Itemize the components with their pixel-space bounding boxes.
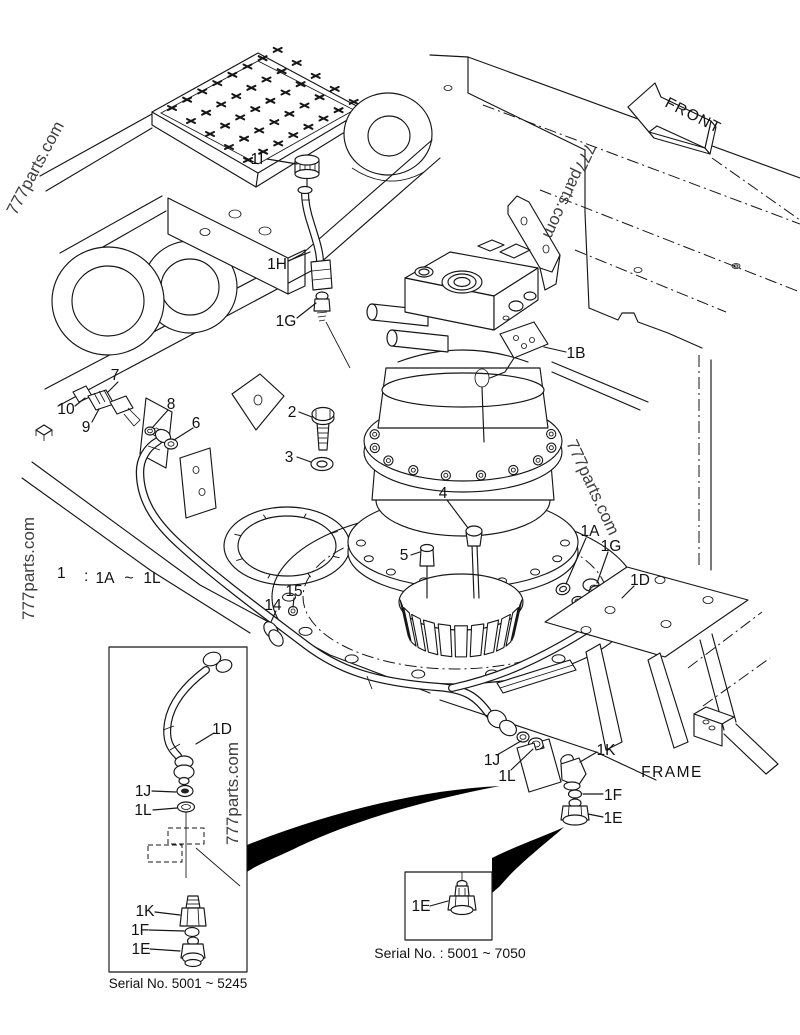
part-15-bolt <box>287 605 299 617</box>
frame-label: FRAME <box>641 764 703 781</box>
watermark-inset: 777parts.com <box>223 742 242 845</box>
part-1E-plug <box>560 798 590 826</box>
callout-1B: 1B <box>567 345 586 362</box>
callout-2: 2 <box>288 404 297 421</box>
callout-5: 5 <box>400 547 409 564</box>
watermark-top-left: 777parts.com <box>3 118 68 218</box>
legend-range-start: 1A <box>96 570 116 587</box>
front-direction-arrow: FRONT <box>627 82 724 155</box>
callout-9: 9 <box>82 419 91 436</box>
callout-1A: 1A <box>581 523 601 540</box>
inset-serial-5001-7050: 1E Serial No. : 5001 ~ 7050 <box>374 871 526 961</box>
hose-main <box>135 436 494 719</box>
hose-end-elbow <box>487 709 517 737</box>
part-3-washer <box>310 456 334 472</box>
part-1I-cap <box>294 154 320 187</box>
callout-1H: 1H <box>267 256 287 273</box>
legend-separator: : <box>84 568 88 585</box>
callout-labels: 1I 1H 1G 1B 2 3 4 5 7 10 9 8 6 15 14 1A … <box>57 151 703 827</box>
inset-right-callout-1E: 1E <box>412 898 431 915</box>
callout-15: 15 <box>285 583 302 600</box>
callout-1L: 1L <box>498 768 516 785</box>
part-5-pin <box>419 543 435 599</box>
watermark-left-edge: 777parts.com <box>19 517 38 620</box>
part-1K-elbow <box>560 754 587 791</box>
deck-edges <box>21 461 431 694</box>
part-4-pin <box>465 525 483 599</box>
callout-10: 10 <box>57 401 75 418</box>
callout-7: 7 <box>111 367 120 384</box>
inset-left-callout-1F: 1F <box>131 922 149 939</box>
part-2-bolt <box>311 406 335 451</box>
legend-range-end: 1L <box>143 570 161 587</box>
swing-motor-assembly <box>347 239 579 658</box>
control-valve-block <box>366 239 539 353</box>
pivot-bosses-left <box>51 240 238 356</box>
part-1F-oring <box>567 789 583 799</box>
callout-1K: 1K <box>597 742 617 759</box>
part-1J-washer <box>516 731 530 743</box>
inset-right-caption: Serial No. : 5001 ~ 7050 <box>374 945 526 961</box>
callout-1G-right: 1G <box>601 538 622 555</box>
callout-1F: 1F <box>604 787 622 804</box>
callout-1J: 1J <box>484 752 500 769</box>
callout-1I: 1I <box>251 151 264 168</box>
callout-1D: 1D <box>630 572 650 589</box>
callout-14: 14 <box>264 597 282 614</box>
watermark-top-center: 777parts.com <box>539 140 600 241</box>
callout-4: 4 <box>439 485 448 502</box>
step-support-box <box>167 197 306 295</box>
inset-left-callout-1K: 1K <box>136 903 156 920</box>
center-gusset-bracket <box>507 195 561 291</box>
frame-pedestal-bracket <box>439 566 779 781</box>
callout-3: 3 <box>285 449 294 466</box>
callout-1E: 1E <box>604 810 623 827</box>
inset-left-callout-1D: 1D <box>212 721 232 738</box>
part-14-clamp <box>263 621 284 647</box>
inset-serial-5001-5245: 1D 1J 1L 1K 1F 1E Serial No. 5001 ~ 5245 <box>108 646 248 991</box>
pilot-valve-block <box>489 321 549 379</box>
pinion-gear <box>398 573 524 658</box>
callout-6: 6 <box>192 415 201 432</box>
pivot-boss-top <box>343 92 433 182</box>
callout-1G-top: 1G <box>276 313 297 330</box>
inset-left-callout-1L: 1L <box>134 802 152 819</box>
deck-opening-ring <box>223 506 351 586</box>
part-1H-hose <box>297 185 333 291</box>
rear-deck-frame <box>429 54 800 571</box>
pointer-swooshes <box>247 786 564 893</box>
part-1G-top-fitting <box>313 291 351 369</box>
fittings-8-6 <box>144 426 179 450</box>
callout-8: 8 <box>167 396 176 413</box>
legend-item: 1 <box>57 565 66 582</box>
support-plate <box>516 738 562 793</box>
legend-range-symbol: ~ <box>124 570 133 587</box>
inset-left-caption: Serial No. 5001 ~ 5245 <box>109 976 247 991</box>
grease-line-parts <box>35 373 285 519</box>
leader-lines <box>74 158 635 818</box>
inset-left-callout-1E: 1E <box>132 941 151 958</box>
inset-left-callout-1J: 1J <box>135 783 151 800</box>
legend-row: 1 : 1A ~ 1L <box>57 565 161 587</box>
